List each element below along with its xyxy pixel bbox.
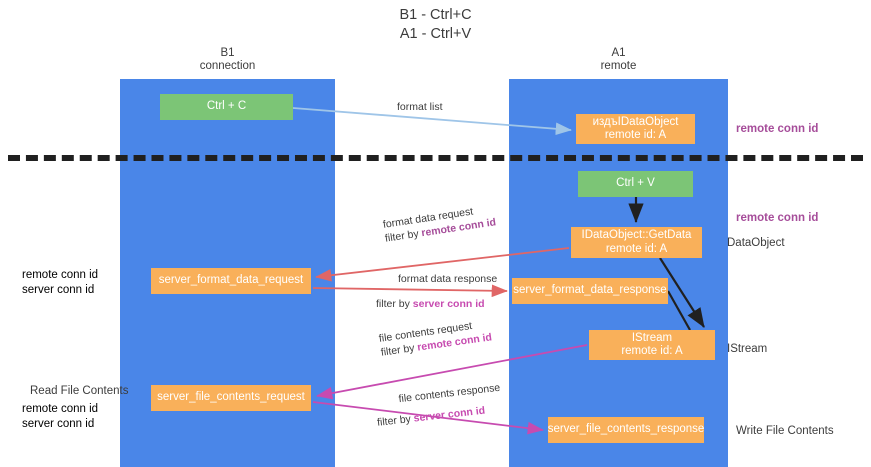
lane-header-b1: B1 connection	[120, 47, 335, 73]
filter-prefix-3: filter by	[380, 341, 419, 359]
node-server-format-data-response[interactable]: server_format_data_response	[512, 278, 668, 304]
node-server-file-contents-response[interactable]: server_file_contents_response	[548, 417, 704, 443]
annotation-conn-ids-lower: remote conn id server conn id	[22, 402, 98, 432]
node-ctrl-v[interactable]: Ctrl + V	[578, 171, 693, 197]
filter-prefix-1: filter by	[384, 227, 423, 245]
node-getdata-subtitle: remote id: A	[605, 242, 668, 255]
node-istream-title: IStream	[631, 331, 673, 344]
lane-header-a1: A1 remote	[509, 47, 728, 73]
title-line-1: B1 - Ctrl+C	[399, 7, 472, 23]
lane-header-a1-name: A1	[611, 47, 626, 59]
edge-label-format-data-response-line2: filter by server conn id	[376, 297, 497, 311]
node-idataobject[interactable]: издъIDataObject remote id: A	[576, 114, 695, 144]
node-ctrl-v-label: Ctrl + V	[616, 177, 655, 190]
lane-header-a1-role: remote	[600, 60, 637, 72]
node-idataobject-title: издъIDataObject	[592, 115, 679, 128]
node-server-format-data-request-label: server_format_data_request	[158, 274, 304, 287]
edge-label-format-data-request: format data request filter by remote con…	[382, 201, 497, 245]
filter-key-server-conn-id-2: server conn id	[413, 404, 486, 425]
node-istream[interactable]: IStream remote id: A	[589, 330, 715, 360]
edge-label-file-contents-request: file contents request filter by remote c…	[378, 316, 493, 359]
node-idataobject-subtitle: remote id: A	[604, 129, 667, 141]
node-server-format-data-request[interactable]: server_format_data_request	[151, 268, 311, 294]
edge-label-format-list-text: format list	[397, 101, 443, 113]
node-server-file-contents-response-label: server_file_contents_response	[547, 423, 705, 436]
annotation-server-conn-id-left-1: server conn id	[22, 284, 95, 296]
node-server-format-data-response-label: server_format_data_response	[513, 284, 667, 297]
node-server-file-contents-request-label: server_file_contents_request	[157, 391, 305, 404]
annotation-remote-conn-id-top: remote conn id	[736, 123, 819, 135]
annotation-write-file-contents: Write File Contents	[736, 425, 834, 437]
lane-header-b1-role: connection	[199, 60, 256, 72]
edge-label-format-list: format list	[397, 100, 443, 114]
annotation-read-file-contents: Read File Contents	[30, 385, 129, 397]
annotation-remote-conn-id-left-1: remote conn id	[22, 269, 99, 281]
phase-divider	[8, 155, 863, 161]
filter-prefix-4: filter by	[376, 412, 415, 429]
annotation-dataobject: DataObject	[727, 237, 785, 249]
lane-header-b1-name: B1	[220, 47, 235, 59]
annotation-remote-conn-id-left-2: remote conn id	[22, 403, 99, 415]
node-ctrl-c[interactable]: Ctrl + C	[160, 94, 293, 120]
filter-key-server-conn-id-1: server conn id	[412, 298, 485, 310]
node-getdata-title: IDataObject::GetData	[581, 229, 692, 241]
page-title: B1 - Ctrl+C A1 - Ctrl+V	[0, 6, 871, 44]
annotation-remote-conn-id-mid: remote conn id	[736, 212, 819, 224]
edge-label-format-data-response-line1: format data response	[398, 273, 498, 285]
node-ctrl-c-label: Ctrl + C	[206, 100, 247, 113]
edge-label-file-contents-response: file contents response filter by server …	[374, 381, 503, 430]
annotation-istream: IStream	[727, 343, 768, 355]
annotation-conn-ids-upper: remote conn id server conn id	[22, 268, 98, 298]
node-istream-subtitle: remote id: A	[621, 345, 683, 357]
filter-prefix-2: filter by	[376, 298, 413, 310]
edge-label-format-data-response: format data response filter by server co…	[376, 272, 497, 311]
annotation-server-conn-id-left-2: server conn id	[22, 418, 95, 430]
node-server-file-contents-request[interactable]: server_file_contents_request	[151, 385, 311, 411]
node-idataobject-getdata[interactable]: IDataObject::GetData remote id: A	[571, 227, 702, 258]
title-line-2: A1 - Ctrl+V	[399, 26, 472, 42]
